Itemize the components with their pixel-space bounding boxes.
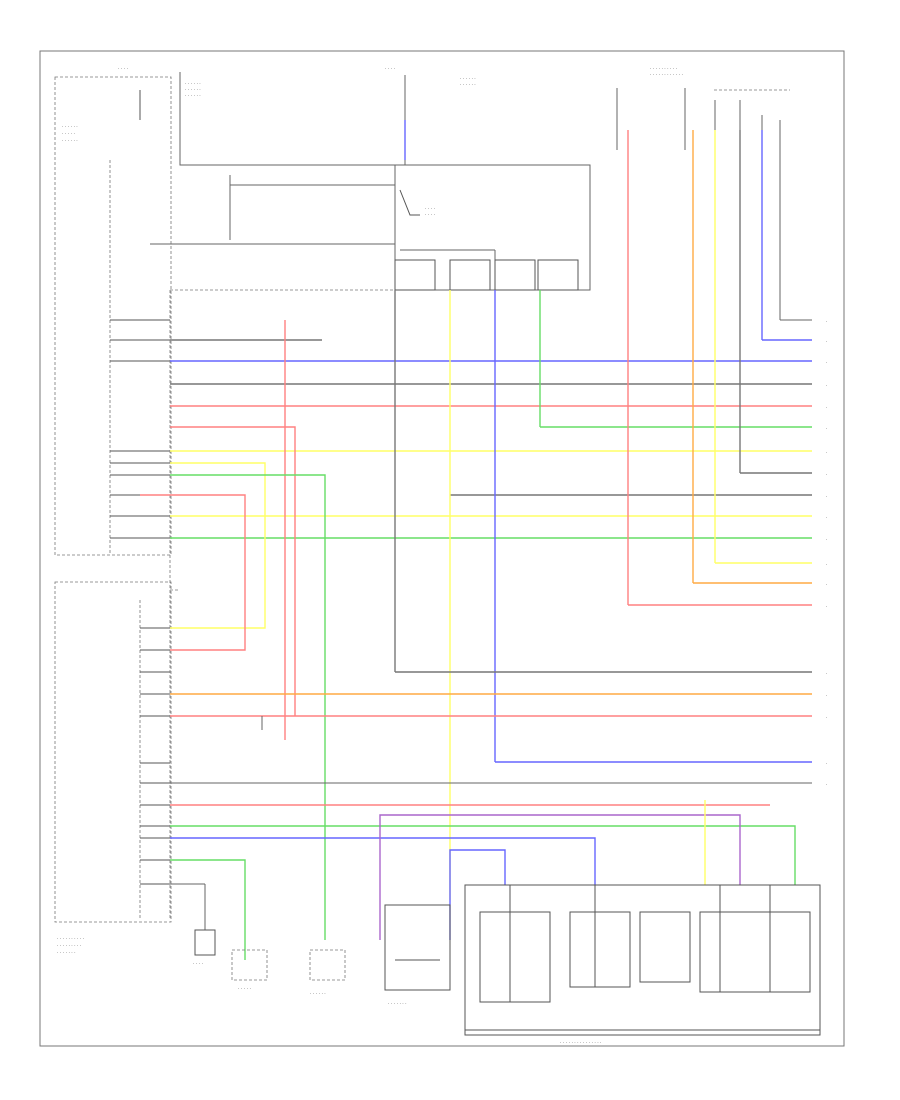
svg-text:· · · ·: · · · · bbox=[425, 213, 435, 218]
connector-pins-left-upper bbox=[110, 319, 170, 539]
svg-text:· · · · · · · · · ·: · · · · · · · · · · bbox=[650, 67, 677, 72]
svg-text:·: · bbox=[826, 672, 827, 677]
svg-text:·: · bbox=[826, 716, 827, 721]
svg-text:·: · bbox=[826, 563, 827, 568]
svg-text:·: · bbox=[826, 495, 827, 500]
wire-bus-lower bbox=[170, 671, 812, 960]
svg-text:·: · bbox=[826, 538, 827, 543]
svg-text:· · · · · · · · ·: · · · · · · · · · bbox=[57, 944, 81, 949]
blue-wire-850 bbox=[449, 849, 506, 940]
pink-cross-245 bbox=[140, 494, 246, 651]
svg-text:· · · · · · · · · · · · · · ·: · · · · · · · · · · · · · · · bbox=[560, 1041, 601, 1046]
svg-text:·: · bbox=[826, 427, 827, 432]
wire-drops-right bbox=[627, 130, 781, 605]
wire-drops-fuses bbox=[394, 290, 541, 900]
svg-text:· · · · · · · · · ·: · · · · · · · · · · bbox=[57, 937, 84, 942]
svg-text:· · · ·: · · · · bbox=[118, 67, 128, 72]
switch-component-3: · · · · · · · bbox=[384, 904, 451, 1007]
svg-text:· · · ·: · · · · bbox=[425, 207, 435, 212]
svg-text:· · · · · ·: · · · · · · bbox=[62, 139, 78, 144]
svg-text:· · · · · · ·: · · · · · · · bbox=[388, 1002, 407, 1007]
wire-cross-section bbox=[140, 320, 326, 940]
svg-text:·: · bbox=[826, 340, 827, 345]
switch-component-2: · · · · · · bbox=[309, 949, 346, 997]
control-unit-upper: · · · · · · · · · · · · · · · · · bbox=[54, 76, 172, 556]
svg-text:· · · ·: · · · · bbox=[385, 67, 395, 72]
yellow-cross-265 bbox=[170, 462, 266, 629]
switch-component-1: · · · · · bbox=[231, 949, 268, 992]
fuse-row bbox=[394, 259, 579, 291]
ground-component: · · · · bbox=[193, 929, 216, 967]
svg-text:· · · · · ·: · · · · · · bbox=[460, 83, 476, 88]
main-relay-left: · · · · · · · · · · · · · · · · · · · · … bbox=[118, 67, 395, 166]
svg-text:· · · · ·: · · · · · bbox=[62, 132, 75, 137]
svg-text:·: · bbox=[826, 516, 827, 521]
svg-text:· · · · · · ·: · · · · · · · bbox=[57, 951, 76, 956]
purple-wire-815 bbox=[379, 814, 741, 940]
svg-text:· · · · · ·: · · · · · · bbox=[185, 88, 201, 93]
connector-pins-left-lower bbox=[140, 627, 170, 885]
power-relay-top: · · · · · · · · · · · · · · · · bbox=[385, 67, 476, 165]
relay-box: · · · · · · · · bbox=[150, 164, 591, 291]
svg-text:· · · · · · · · · · · ·: · · · · · · · · · · · · bbox=[650, 73, 683, 78]
green-wire-860 bbox=[170, 859, 246, 960]
right-terminals: · · · · · · · · · · · · · · · · · · · bbox=[826, 320, 827, 788]
right-switch-connector: · · · · · · · · · · · · · · · · · · · · … bbox=[616, 67, 790, 150]
svg-text:·: · bbox=[826, 361, 827, 366]
svg-text:· · · · · ·: · · · · · · bbox=[310, 992, 326, 997]
svg-text:· · · · ·: · · · · · bbox=[238, 987, 251, 992]
svg-text:· · · · · ·: · · · · · · bbox=[185, 82, 201, 87]
svg-text:·: · bbox=[826, 694, 827, 699]
svg-text:·: · bbox=[826, 583, 827, 588]
svg-text:· · · · · ·: · · · · · · bbox=[185, 94, 201, 99]
green-cross-325 bbox=[170, 474, 326, 940]
red-cross-295 bbox=[170, 426, 296, 716]
diagram-frame bbox=[39, 50, 845, 1047]
svg-text:·: · bbox=[826, 384, 827, 389]
blue-wire-838 bbox=[170, 837, 596, 885]
combination-switch: · · · · · · · · · · · · · · · bbox=[464, 884, 821, 1046]
svg-text:· · · ·: · · · · bbox=[193, 962, 203, 967]
control-unit-lower: · · · · · · · · · · · · · · · · · · · · … bbox=[54, 581, 172, 956]
svg-text:·: · bbox=[826, 451, 827, 456]
svg-text:·: · bbox=[826, 320, 827, 325]
svg-text:· · · · · ·: · · · · · · bbox=[460, 77, 476, 82]
svg-text:·: · bbox=[826, 406, 827, 411]
svg-text:·: · bbox=[826, 605, 827, 610]
wire-bus-upper bbox=[170, 319, 812, 606]
svg-text:·: · bbox=[826, 783, 827, 788]
svg-text:·: · bbox=[826, 473, 827, 478]
green-wire-826 bbox=[170, 825, 796, 885]
junction-block bbox=[169, 289, 395, 920]
svg-text:· · · · · ·: · · · · · · bbox=[62, 125, 78, 130]
svg-text:·: · bbox=[826, 762, 827, 767]
